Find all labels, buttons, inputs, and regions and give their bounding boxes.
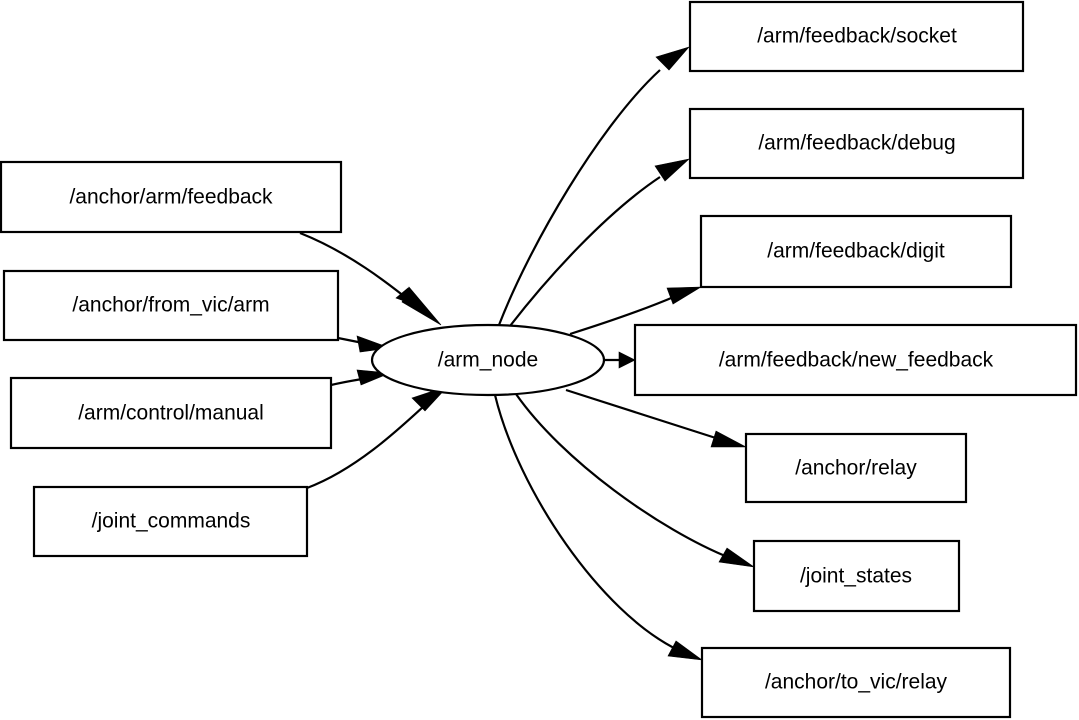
arrow-head-icon (655, 46, 690, 71)
node-rect[interactable] (688, 107, 1025, 180)
edge-arm-node-to-arm-feedback-debug (509, 158, 691, 327)
edge-arm-node-to-joint-states (515, 393, 755, 568)
arrow-head-icon (718, 547, 755, 568)
node-label: /arm/feedback/digit (767, 240, 945, 263)
arrow-head-icon (618, 351, 636, 369)
edge-anchor-arm-feedback-to-arm-node (299, 231, 442, 326)
node-rect[interactable] (9, 376, 333, 450)
arrow-head-icon (401, 286, 442, 326)
node-label: /joint_commands (92, 510, 251, 533)
arrow-head-icon (667, 640, 704, 661)
node-rect[interactable] (2, 269, 340, 342)
node-label: /arm/control/manual (78, 402, 264, 425)
node-label: /joint_states (800, 565, 912, 588)
edge-path (509, 176, 661, 327)
node-joint-states[interactable]: /joint_states (752, 539, 961, 613)
edge-arm-node-to-arm-feedback-digit (569, 286, 703, 336)
edge-path (565, 388, 723, 442)
node-anchor-relay[interactable]: /anchor/relay (744, 432, 968, 504)
edge-path (569, 294, 677, 336)
arrow-head-icon (654, 158, 691, 182)
node-label: /arm/feedback/debug (758, 132, 955, 155)
arrow-head-icon (710, 430, 747, 448)
edge-arm-node-to-anchor-to-vic-relay (493, 394, 704, 661)
node-label: /arm_node (438, 349, 538, 372)
node-label: /anchor/to_vic/relay (765, 671, 948, 694)
node-joint-commands[interactable]: /joint_commands (32, 485, 309, 558)
node-anchor-arm-feedback[interactable]: /anchor/arm/feedback (0, 160, 343, 234)
node-label: /arm/feedback/new_feedback (719, 349, 994, 372)
node-rect[interactable] (688, 0, 1025, 73)
edge-path (497, 69, 661, 326)
node-arm-feedback-new-feedback[interactable]: /arm/feedback/new_feedback (633, 323, 1078, 397)
node-anchor-from-vic-arm[interactable]: /anchor/from_vic/arm (2, 269, 340, 342)
node-arm-feedback-debug[interactable]: /arm/feedback/debug (688, 107, 1025, 180)
node-label: /anchor/arm/feedback (69, 186, 273, 209)
edge-arm-node-to-arm-feedback-socket (497, 46, 690, 326)
node-label: /anchor/from_vic/arm (72, 294, 269, 317)
edge-arm-node-to-anchor-relay (565, 388, 747, 448)
input-node-layer: /anchor/arm/feedback /anchor/from_vic/ar… (0, 160, 343, 558)
edge-path (515, 393, 731, 560)
node-rect[interactable] (744, 432, 968, 504)
node-rect[interactable] (700, 646, 1012, 719)
output-node-layer: /arm/feedback/socket /arm/feedback/debug… (633, 0, 1078, 719)
node-arm-feedback-socket[interactable]: /arm/feedback/socket (688, 0, 1025, 73)
node-label: /arm/feedback/socket (757, 25, 957, 48)
node-rect[interactable] (32, 485, 309, 558)
node-ellipse[interactable] (370, 323, 606, 397)
node-arm-feedback-digit[interactable]: /arm/feedback/digit (699, 214, 1013, 289)
edge-path (306, 405, 425, 490)
node-label: /anchor/relay (795, 457, 917, 480)
node-rect[interactable] (699, 214, 1013, 289)
arrow-head-icon (666, 286, 703, 305)
node-rect[interactable] (0, 160, 343, 234)
node-anchor-to-vic-relay[interactable]: /anchor/to_vic/relay (700, 646, 1012, 719)
edge-path (493, 394, 679, 651)
node-rect[interactable] (633, 323, 1078, 397)
node-arm-control-manual[interactable]: /arm/control/manual (9, 376, 333, 450)
center-node-arm-node[interactable]: /arm_node (370, 323, 606, 397)
edge-arm-node-to-arm-feedback-new-feedback (605, 351, 636, 369)
node-rect[interactable] (752, 539, 961, 613)
